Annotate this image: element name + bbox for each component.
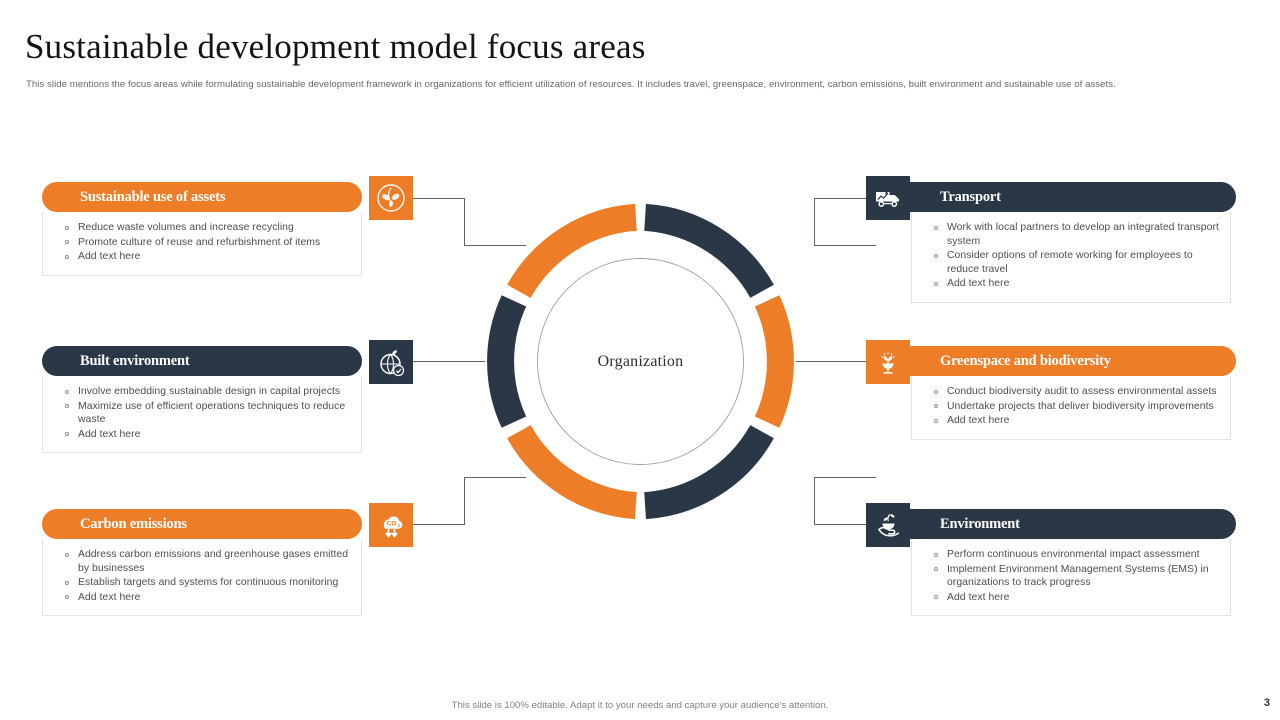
globe-leaf-icon [369, 340, 413, 384]
card-title: Sustainable use of assets [80, 188, 226, 205]
card-body: Perform continuous environmental impact … [911, 539, 1231, 617]
list-item: Perform continuous environmental impact … [920, 548, 1222, 562]
card-title: Greenspace and biodiversity [940, 352, 1111, 369]
list-item: Consider options of remote working for e… [920, 249, 1222, 276]
bullet-list: Perform continuous environmental impact … [920, 548, 1222, 604]
connector-right-bottom-seg1 [814, 477, 876, 478]
card-body: Involve embedding sustainable design in … [42, 376, 362, 454]
list-item: Work with local partners to develop an i… [920, 221, 1222, 248]
list-item: Add text here [920, 414, 1222, 428]
list-item: Address carbon emissions and greenhouse … [51, 548, 353, 575]
connector-right-top-seg2 [814, 198, 815, 246]
bullet-list: Involve embedding sustainable design in … [51, 385, 353, 441]
connector-right-middle [796, 361, 866, 362]
co2-cloud-icon: CO 2 [369, 503, 413, 547]
list-item: Add text here [51, 591, 353, 605]
sprout-goblet-icon [866, 340, 910, 384]
footer-note: This slide is 100% editable. Adapt it to… [451, 700, 829, 711]
card-header: Transport [866, 182, 1236, 212]
card-body: Address carbon emissions and greenhouse … [42, 539, 362, 617]
connector-right-bottom-seg3 [814, 524, 866, 525]
card-title: Transport [940, 188, 1001, 205]
connector-right-top-seg1 [814, 245, 876, 246]
card-header: Carbon emissions [42, 509, 362, 539]
card-greenspace-and-biodiversity[interactable]: Greenspace and biodiversity Conduct biod… [866, 340, 1236, 440]
list-item: Maximize use of efficient operations tec… [51, 400, 353, 427]
connector-left-middle [413, 361, 485, 362]
connector-left-bottom-seg2 [464, 477, 465, 525]
list-item: Add text here [920, 591, 1222, 605]
donut-inner-circle [537, 258, 744, 465]
list-item: Add text here [51, 428, 353, 442]
donut-center-label: Organization [597, 352, 684, 370]
page-number: 3 [1263, 697, 1270, 709]
connector-left-top-seg3 [464, 245, 526, 246]
card-sustainable-use-of-assets[interactable]: Sustainable use of assets Reduce waste v… [42, 176, 413, 276]
card-body: Work with local partners to develop an i… [911, 212, 1231, 303]
connector-right-top-seg3 [814, 198, 866, 199]
connector-left-bottom-seg1 [413, 524, 465, 525]
card-header: Built environment [42, 346, 362, 376]
bullet-list: Work with local partners to develop an i… [920, 221, 1222, 291]
connector-right-bottom-seg2 [814, 477, 815, 525]
donut-segment-transport [487, 295, 527, 428]
card-body: Conduct biodiversity audit to assess env… [911, 376, 1231, 440]
page-subtitle: This slide mentions the focus areas whil… [26, 79, 1116, 90]
bullet-list: Reduce waste volumes and increase recycl… [51, 221, 353, 264]
card-body: Reduce waste volumes and increase recycl… [42, 212, 362, 276]
bullet-list: Address carbon emissions and greenhouse … [51, 548, 353, 604]
card-header: Environment [866, 509, 1236, 539]
donut-segment-sustainable-use-of-assets [507, 203, 638, 299]
list-item: Promote culture of reuse and refurbishme… [51, 236, 353, 250]
card-title: Environment [940, 515, 1020, 532]
card-title: Carbon emissions [80, 515, 187, 532]
list-item: Add text here [51, 250, 353, 264]
list-item: Reduce waste volumes and increase recycl… [51, 221, 353, 235]
svg-text:CO: CO [387, 521, 397, 528]
list-item: Add text here [920, 277, 1222, 291]
card-carbon-emissions[interactable]: Carbon emissions CO 2 Address carbon emi… [42, 503, 413, 617]
list-item: Implement Environment Management Systems… [920, 563, 1222, 590]
page-title: Sustainable development model focus area… [25, 27, 646, 66]
card-transport[interactable]: Transport Work with local partners to de… [866, 176, 1236, 303]
list-item: Undertake projects that deliver biodiver… [920, 400, 1222, 414]
list-item: Establish targets and systems for contin… [51, 576, 353, 590]
hand-plant-icon [866, 503, 910, 547]
leaf-hand-icon [369, 176, 413, 220]
connector-left-bottom-seg3 [464, 477, 526, 478]
donut-segment-built-environment [643, 203, 774, 299]
svg-text:2: 2 [398, 523, 401, 528]
list-item: Involve embedding sustainable design in … [51, 385, 353, 399]
card-environment[interactable]: Environment Perform continuous environme… [866, 503, 1236, 617]
card-header: Greenspace and biodiversity [866, 346, 1236, 376]
donut-segment-carbon-emissions [754, 295, 794, 428]
bullet-list: Conduct biodiversity audit to assess env… [920, 385, 1222, 428]
list-item: Conduct biodiversity audit to assess env… [920, 385, 1222, 399]
donut-segment-greenspace-and-biodiversity [507, 424, 638, 520]
donut-segment-environment [643, 424, 774, 520]
card-built-environment[interactable]: Built environment Involve embedding sust… [42, 340, 413, 454]
card-title: Built environment [80, 352, 190, 369]
card-header: Sustainable use of assets [42, 182, 362, 212]
donut-chart: Organization [468, 189, 813, 534]
connector-left-top-seg2 [464, 198, 465, 246]
connector-left-top-seg1 [413, 198, 465, 199]
donut-svg [487, 203, 794, 520]
delivery-truck-icon [866, 176, 910, 220]
